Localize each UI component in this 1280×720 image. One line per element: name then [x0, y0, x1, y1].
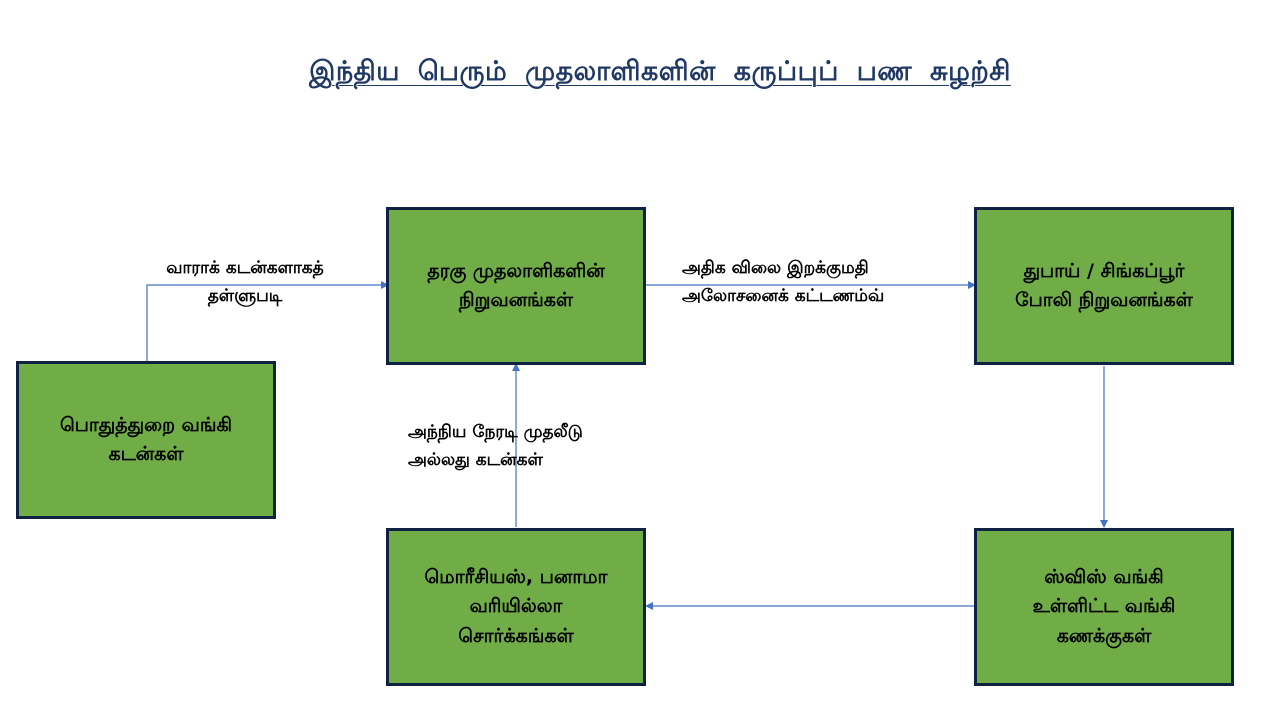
connector-loans-to-companies [146, 281, 389, 362]
node-dubai-singapore-shells-line2: போலி நிறுவனங்கள் [1015, 289, 1193, 311]
edge-label-havens-to-companies: அந்நிய நேரடி முதலீடு அல்லது கடன்கள் [408, 418, 583, 474]
node-tax-havens-line3: சொர்க்கங்கள் [458, 624, 574, 647]
node-public-bank-loans-line1: பொதுத்துறை வங்கி [59, 413, 233, 436]
node-crony-companies-line2: நிறுவனங்கள் [458, 289, 574, 311]
node-public-bank-loans: பொதுத்துறை வங்கி கடன்கள் [16, 361, 276, 519]
edge-label-loans-to-companies: வாராக் கடன்களாகத் தள்ளுபடி [132, 254, 358, 310]
node-crony-companies-line1: தரகு முதலாளிகளின் [427, 259, 605, 282]
edge-label-loans-to-companies-line2: தள்ளுபடி [207, 286, 283, 307]
node-dubai-singapore-shells: துபாய் / சிங்கப்பூர் போலி நிறுவனங்கள் [974, 207, 1234, 365]
edge-label-companies-to-shells-line1: அதிக விலை இறக்குமதி [682, 258, 869, 278]
edge-label-loans-to-companies-line1: வாராக் கடன்களாகத் [166, 258, 324, 278]
edge-label-havens-to-companies-line2: அல்லது கடன்கள் [408, 450, 543, 471]
node-swiss-bank-accounts-line1: ஸ்விஸ் வங்கி [1044, 565, 1164, 588]
node-swiss-bank-accounts-line3: கணக்குகள் [1056, 624, 1152, 647]
edge-label-havens-to-companies-line1: அந்நிய நேரடி முதலீடு [408, 422, 583, 442]
diagram-title: இந்திய பெரும் முதலாளிகளின் கருப்புப் பண … [309, 56, 1011, 87]
edge-label-companies-to-shells-line2: அலோசனைக் கட்டணம்வ் [682, 286, 885, 307]
node-swiss-bank-accounts-line2: உள்ளிட்ட வங்கி [1032, 595, 1176, 618]
node-tax-havens-line2: வரியில்லா [469, 595, 563, 618]
node-crony-companies: தரகு முதலாளிகளின் நிறுவனங்கள் [386, 207, 646, 365]
node-swiss-bank-accounts: ஸ்விஸ் வங்கி உள்ளிட்ட வங்கி கணக்குகள் [974, 528, 1234, 686]
edge-label-companies-to-shells: அதிக விலை இறக்குமதி அலோசனைக் கட்டணம்வ் [682, 254, 884, 310]
node-tax-havens: மொரீசியஸ், பனாமா வரியில்லா சொர்க்கங்கள் [386, 528, 646, 686]
node-tax-havens-line1: மொரீசியஸ், பனாமா [424, 565, 608, 588]
node-public-bank-loans-line2: கடன்கள் [108, 443, 184, 465]
node-dubai-singapore-shells-line1: துபாய் / சிங்கப்பூர் [1023, 259, 1185, 282]
